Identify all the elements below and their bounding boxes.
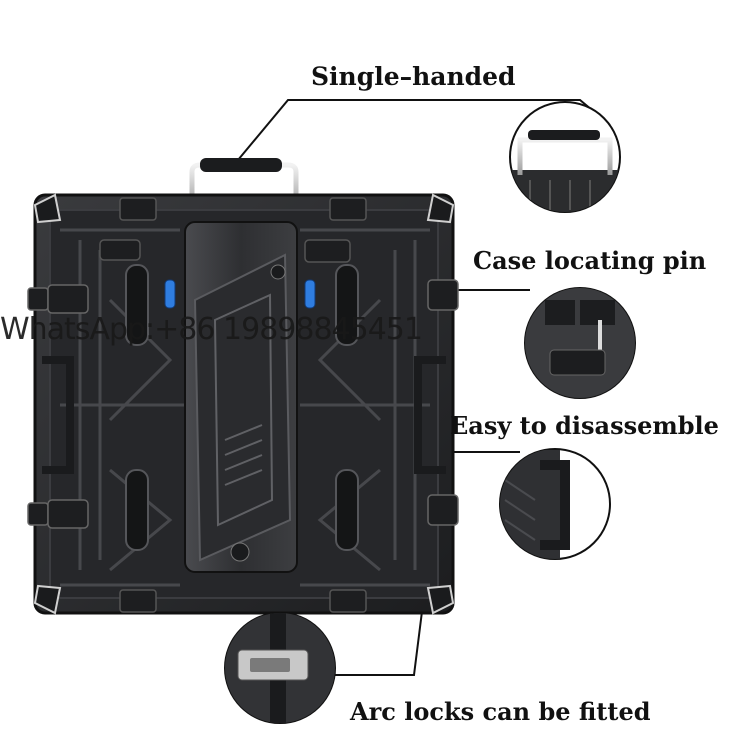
callout-arc-locks: Arc locks can be fitted	[350, 697, 651, 726]
detail-handle-zoom	[509, 101, 621, 213]
callout-case-locating-pin: Case locating pin	[473, 246, 707, 275]
detail-disassemble-zoom	[499, 448, 611, 560]
callout-easy-to-disassemble: Easy to disassemble	[450, 411, 719, 440]
detail-arc-lock-zoom	[224, 612, 336, 724]
detail-locating-pin-zoom	[524, 287, 636, 399]
callout-single-handed: Single–handed	[311, 62, 516, 91]
led-cabinet	[27, 158, 459, 615]
watermark-text: WhatsApp:+86 19898845451	[0, 312, 423, 347]
